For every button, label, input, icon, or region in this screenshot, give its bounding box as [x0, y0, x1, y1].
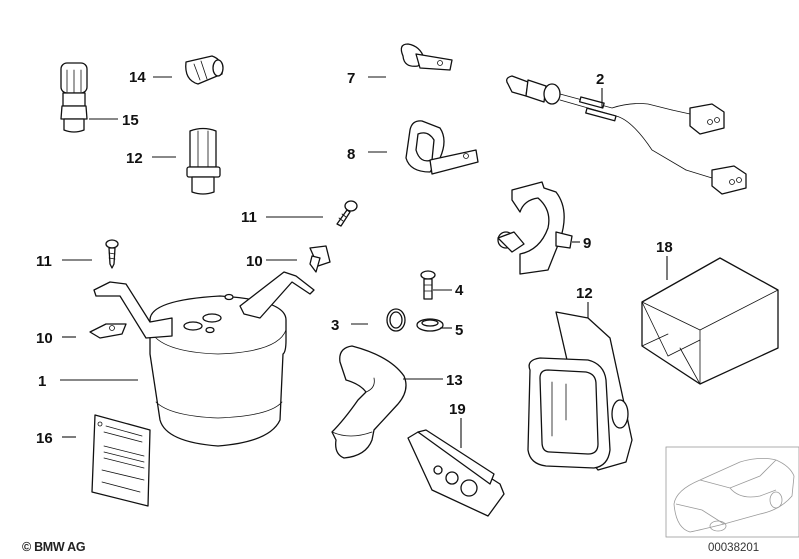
hose-holder-part[interactable]	[497, 181, 573, 275]
bolt-part[interactable]	[420, 270, 436, 300]
callout-18: 18	[656, 239, 673, 256]
callout-5: 5	[455, 322, 463, 339]
callout-6: 7	[347, 70, 355, 87]
drier-canister-part[interactable]	[93, 271, 315, 447]
callout-16: 15	[122, 112, 139, 129]
protective-cap-part[interactable]	[185, 55, 224, 85]
vehicle-thumbnail	[665, 446, 799, 538]
callout-11-left: 11	[36, 253, 52, 270]
document-number: 00038201	[708, 542, 760, 554]
callout-9: 10	[246, 253, 263, 270]
callout-14: 13	[446, 372, 463, 389]
instruction-sheet-part[interactable]	[91, 414, 151, 507]
drain-hose-part[interactable]	[331, 345, 407, 459]
callout-15: 14	[129, 69, 146, 86]
copyright-notice: © BMW AG	[22, 540, 86, 554]
cable-clip-part[interactable]	[400, 43, 453, 71]
packaging-box-part[interactable]	[641, 257, 779, 385]
o-ring-part[interactable]	[386, 308, 406, 332]
service-valve-part[interactable]	[60, 62, 88, 133]
grommet-plate-part[interactable]	[407, 429, 505, 517]
callout-19: 19	[449, 401, 466, 418]
callout-17: 16	[36, 430, 53, 447]
callout-1: 1	[38, 373, 46, 390]
callout-3: 3	[331, 317, 339, 334]
spring-nut-part[interactable]	[89, 323, 127, 339]
self-tapping-screw-part-left[interactable]	[105, 239, 119, 269]
loop-clamp-part[interactable]	[405, 120, 479, 175]
callout-7: 8	[347, 146, 355, 163]
pressure-switch-part[interactable]	[186, 127, 221, 195]
expanding-rivet-part[interactable]	[309, 245, 331, 273]
callout-10: 10	[36, 330, 53, 347]
callout-4: 4	[455, 282, 464, 299]
callout-8: 9	[583, 235, 591, 252]
callout-2: 2	[596, 71, 604, 88]
pressure-switch-harness-part[interactable]	[506, 75, 747, 195]
sealing-grommet-part[interactable]	[527, 311, 633, 471]
callout-11-upper: 11	[241, 209, 257, 226]
callout-12: 12	[576, 285, 593, 302]
washer-part[interactable]	[416, 318, 444, 332]
callout-13: 12	[126, 150, 143, 167]
self-tapping-screw-part-upper[interactable]	[336, 200, 358, 227]
